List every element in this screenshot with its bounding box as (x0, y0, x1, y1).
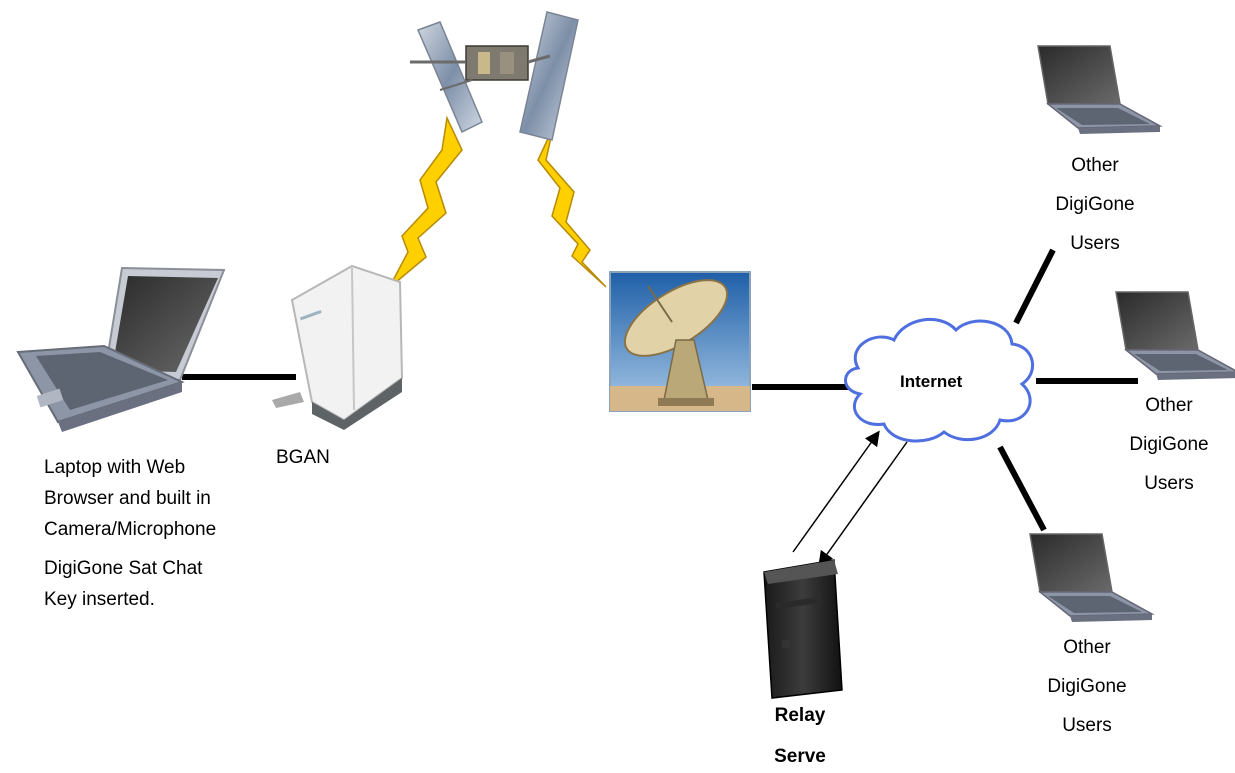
internet-user3-link (997, 445, 1047, 532)
laptop-label-line2: Browser and built in (44, 488, 211, 509)
internet-label: Internet (900, 372, 963, 391)
laptop-icon (16, 266, 226, 432)
relay-label-line2: Serve (774, 746, 826, 767)
relay-label-line1: Relay (774, 705, 826, 726)
dish-antenna-icon (609, 271, 751, 412)
user-2-line2: DigiGone (1129, 434, 1209, 455)
user-1-label: Other DigiGone Users (1040, 150, 1150, 259)
laptop-label-line5: Key inserted. (44, 589, 155, 610)
arrow-internet-to-relay (818, 441, 908, 567)
user-2-line3: Users (1144, 473, 1194, 494)
user-2-line1: Other (1145, 395, 1193, 416)
user-1-line3: Users (1070, 233, 1120, 254)
user-laptop-1-icon (1037, 45, 1161, 135)
laptop-label: Laptop with Web Browser and built in Cam… (44, 452, 216, 615)
laptop-label-line1: Laptop with Web (44, 457, 186, 478)
user-3-line1: Other (1063, 637, 1111, 658)
user-1-line2: DigiGone (1055, 194, 1135, 215)
user-2-label: Other DigiGone Users (1114, 390, 1224, 499)
lightning-right-icon (537, 127, 607, 288)
user-laptop-2-icon (1115, 291, 1235, 381)
laptop-label-line3: Camera/Microphone (44, 519, 217, 540)
bgan-terminal-icon (272, 264, 404, 430)
satellite-icon (410, 11, 579, 141)
internet-user1-link (1013, 248, 1056, 325)
server-icon (763, 559, 843, 699)
relay-server-label: Relay Serve (754, 700, 846, 772)
user-1-line1: Other (1071, 155, 1119, 176)
bgan-label: BGAN (276, 447, 330, 468)
arrow-relay-to-internet (792, 430, 880, 553)
user-3-label: Other DigiGone Users (1032, 632, 1142, 741)
user-3-line3: Users (1062, 715, 1112, 736)
user-3-line2: DigiGone (1047, 676, 1127, 697)
lightning-left-icon (388, 115, 463, 289)
user-laptop-3-icon (1029, 533, 1153, 623)
laptop-label-line4: DigiGone Sat Chat (44, 558, 203, 579)
cloud-icon (844, 317, 1034, 443)
